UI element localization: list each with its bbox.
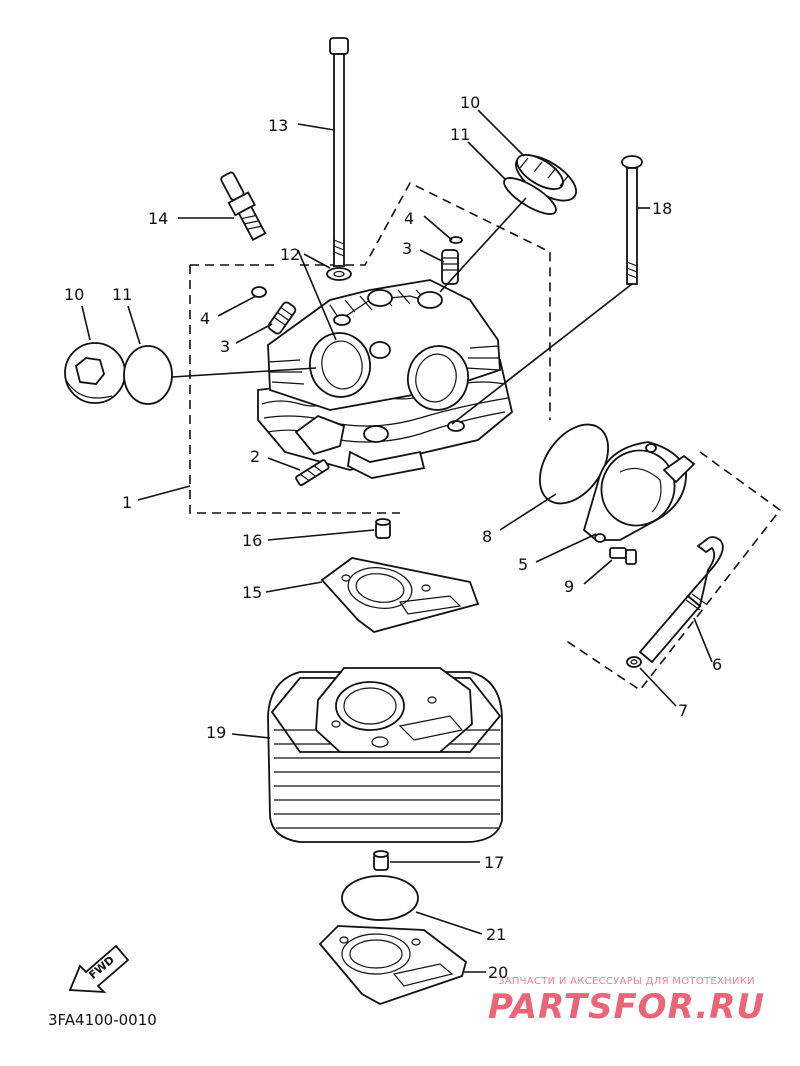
breather-bolt: [609, 547, 637, 565]
valve-cover-cap-right: [515, 153, 577, 202]
callout-14: 14: [148, 209, 168, 228]
spark-plug: [220, 171, 267, 241]
leader-lines: [81, 109, 713, 973]
base-o-ring: [341, 875, 419, 921]
callout-3-right: 3: [402, 239, 412, 258]
callout-5: 5: [518, 555, 528, 574]
washer-hole: [333, 270, 345, 278]
callout-4-left: 4: [200, 309, 210, 328]
callout-1: 1: [122, 493, 132, 512]
cylinder-block: [267, 667, 503, 843]
callout-9: 9: [564, 577, 574, 596]
valve-guide-left: [267, 301, 297, 335]
callout-8: 8: [482, 527, 492, 546]
callout-7: 7: [678, 701, 688, 720]
head-bolt-long: [329, 37, 349, 267]
watermark-brand: PARTSFOR.RU: [488, 987, 765, 1027]
cylinder-head: [257, 279, 514, 479]
callout-10-right: 10: [460, 93, 480, 112]
callout-13: 13: [268, 116, 288, 135]
callout-15: 15: [242, 583, 262, 602]
callout-6: 6: [712, 655, 722, 674]
callout-10-left: 10: [64, 285, 84, 304]
breather-gasket: [538, 423, 610, 505]
callout-11-left: 11: [112, 285, 132, 304]
forward-direction-arrow: FWD: [68, 944, 130, 994]
hose-clamp: [626, 656, 642, 668]
diagram-code: 3FA4100-0010: [48, 1011, 157, 1029]
o-ring-left: [123, 345, 173, 405]
washer: [326, 267, 352, 281]
stud-bolt: [295, 459, 330, 487]
head-assembly-frame: [189, 181, 551, 514]
callout-17: 17: [484, 853, 504, 872]
callout-18: 18: [652, 199, 672, 218]
cylinder-base-gasket: [318, 925, 468, 1005]
watermark-tagline: ЗАПЧАСТИ И АКСЕССУАРЫ ДЛЯ МОТОТЕХНИКИ: [498, 976, 755, 987]
circlip-left: [251, 286, 267, 298]
callout-20: 20: [488, 963, 508, 982]
callout-2: 2: [250, 447, 260, 466]
valve-cover-cap-left: [64, 342, 126, 404]
breather-cover: [582, 441, 696, 543]
callout-labels: 13 14 12 10 11 4 3 18 10 11 4 3 2 1 16 1…: [64, 93, 722, 982]
cylinder-head-gasket: [320, 557, 480, 633]
cover-bolt-long: [621, 155, 643, 285]
callout-12: 12: [280, 245, 300, 264]
callout-21: 21: [486, 925, 506, 944]
callout-4-right: 4: [404, 209, 414, 228]
callout-16: 16: [242, 531, 262, 550]
o-ring-right: [503, 177, 557, 215]
circlip-right: [449, 236, 463, 244]
dowel-pin-upper: [375, 518, 391, 539]
dowel-pin-lower: [373, 850, 389, 871]
callout-11-right: 11: [450, 125, 470, 144]
valve-guide-right: [441, 249, 459, 285]
callout-19: 19: [206, 723, 226, 742]
breather-hose: [638, 536, 724, 664]
breather-assembly-frame: [564, 451, 782, 692]
callout-3-left: 3: [220, 337, 230, 356]
